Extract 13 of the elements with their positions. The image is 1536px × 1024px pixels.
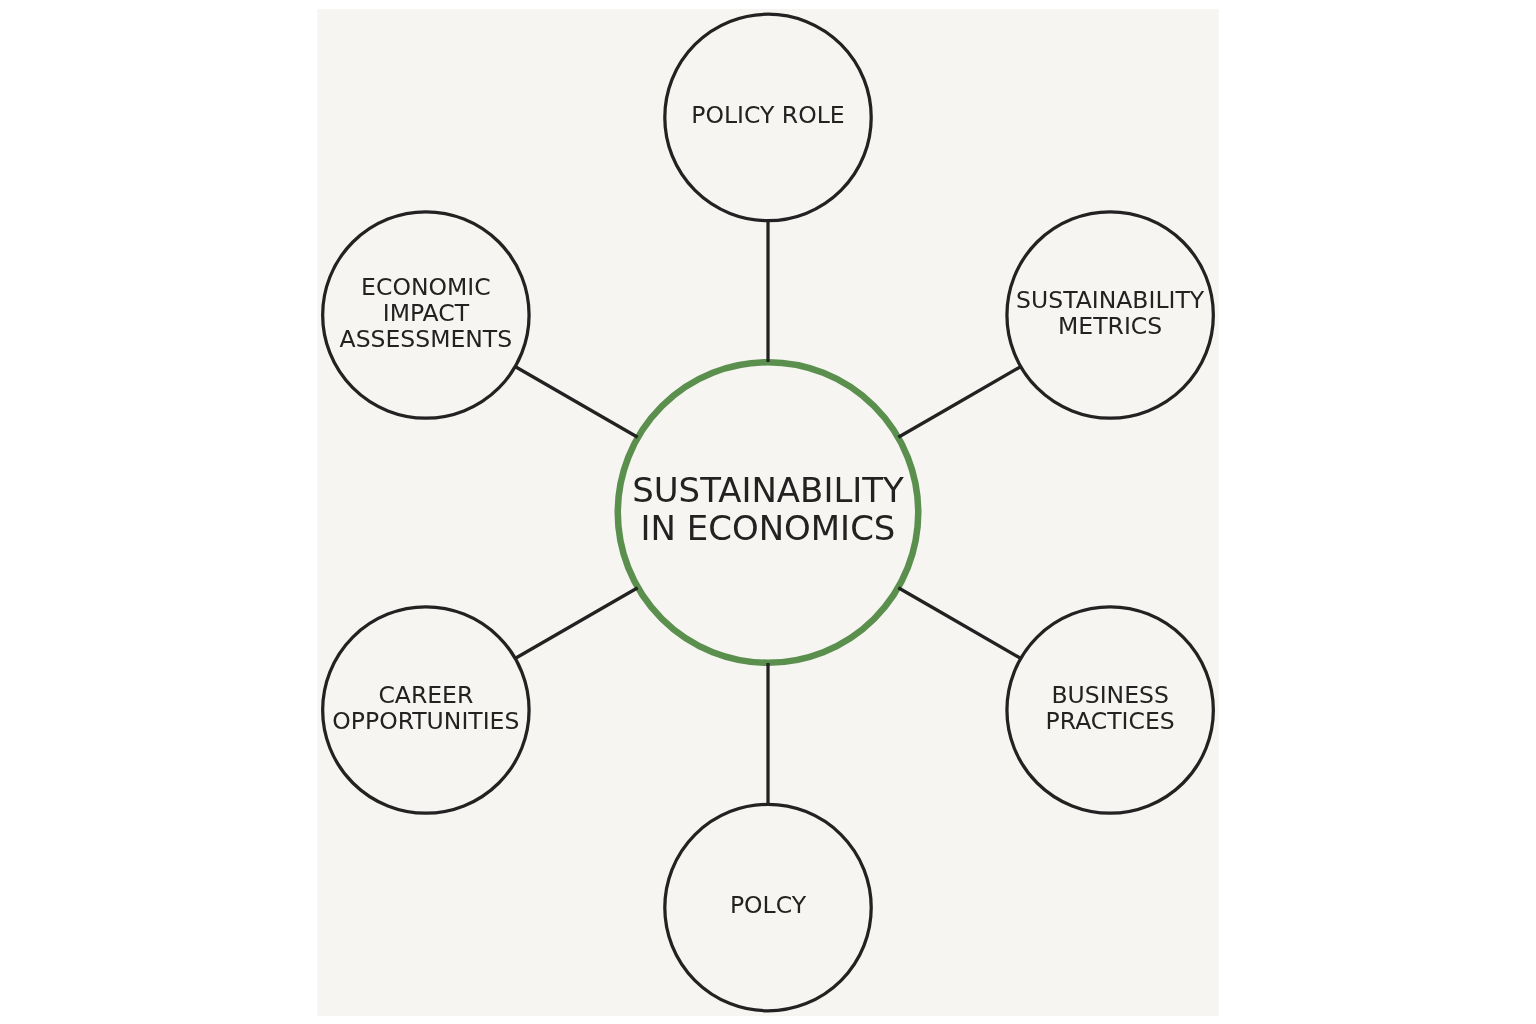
node-circle: CAREER OPPORTUNITIES: [321, 604, 531, 815]
node-circle: POLCY: [663, 802, 873, 1012]
node-circle: ECONOMIC IMPACT ASSESSMENTS: [321, 209, 531, 420]
node-circle: SUSTAINABILITY METRICS: [1005, 209, 1215, 420]
connector: [766, 220, 770, 362]
connector: [897, 585, 1022, 660]
node-circle: SUSTAINABILITY IN ECONOMICS: [614, 358, 922, 666]
connector: [514, 364, 639, 439]
node-circle: POLICY ROLE: [663, 12, 873, 222]
node-circle: BUSINESS PRACTICES: [1005, 604, 1215, 815]
connector: [766, 662, 770, 804]
connector: [514, 585, 639, 660]
connector: [897, 364, 1022, 439]
